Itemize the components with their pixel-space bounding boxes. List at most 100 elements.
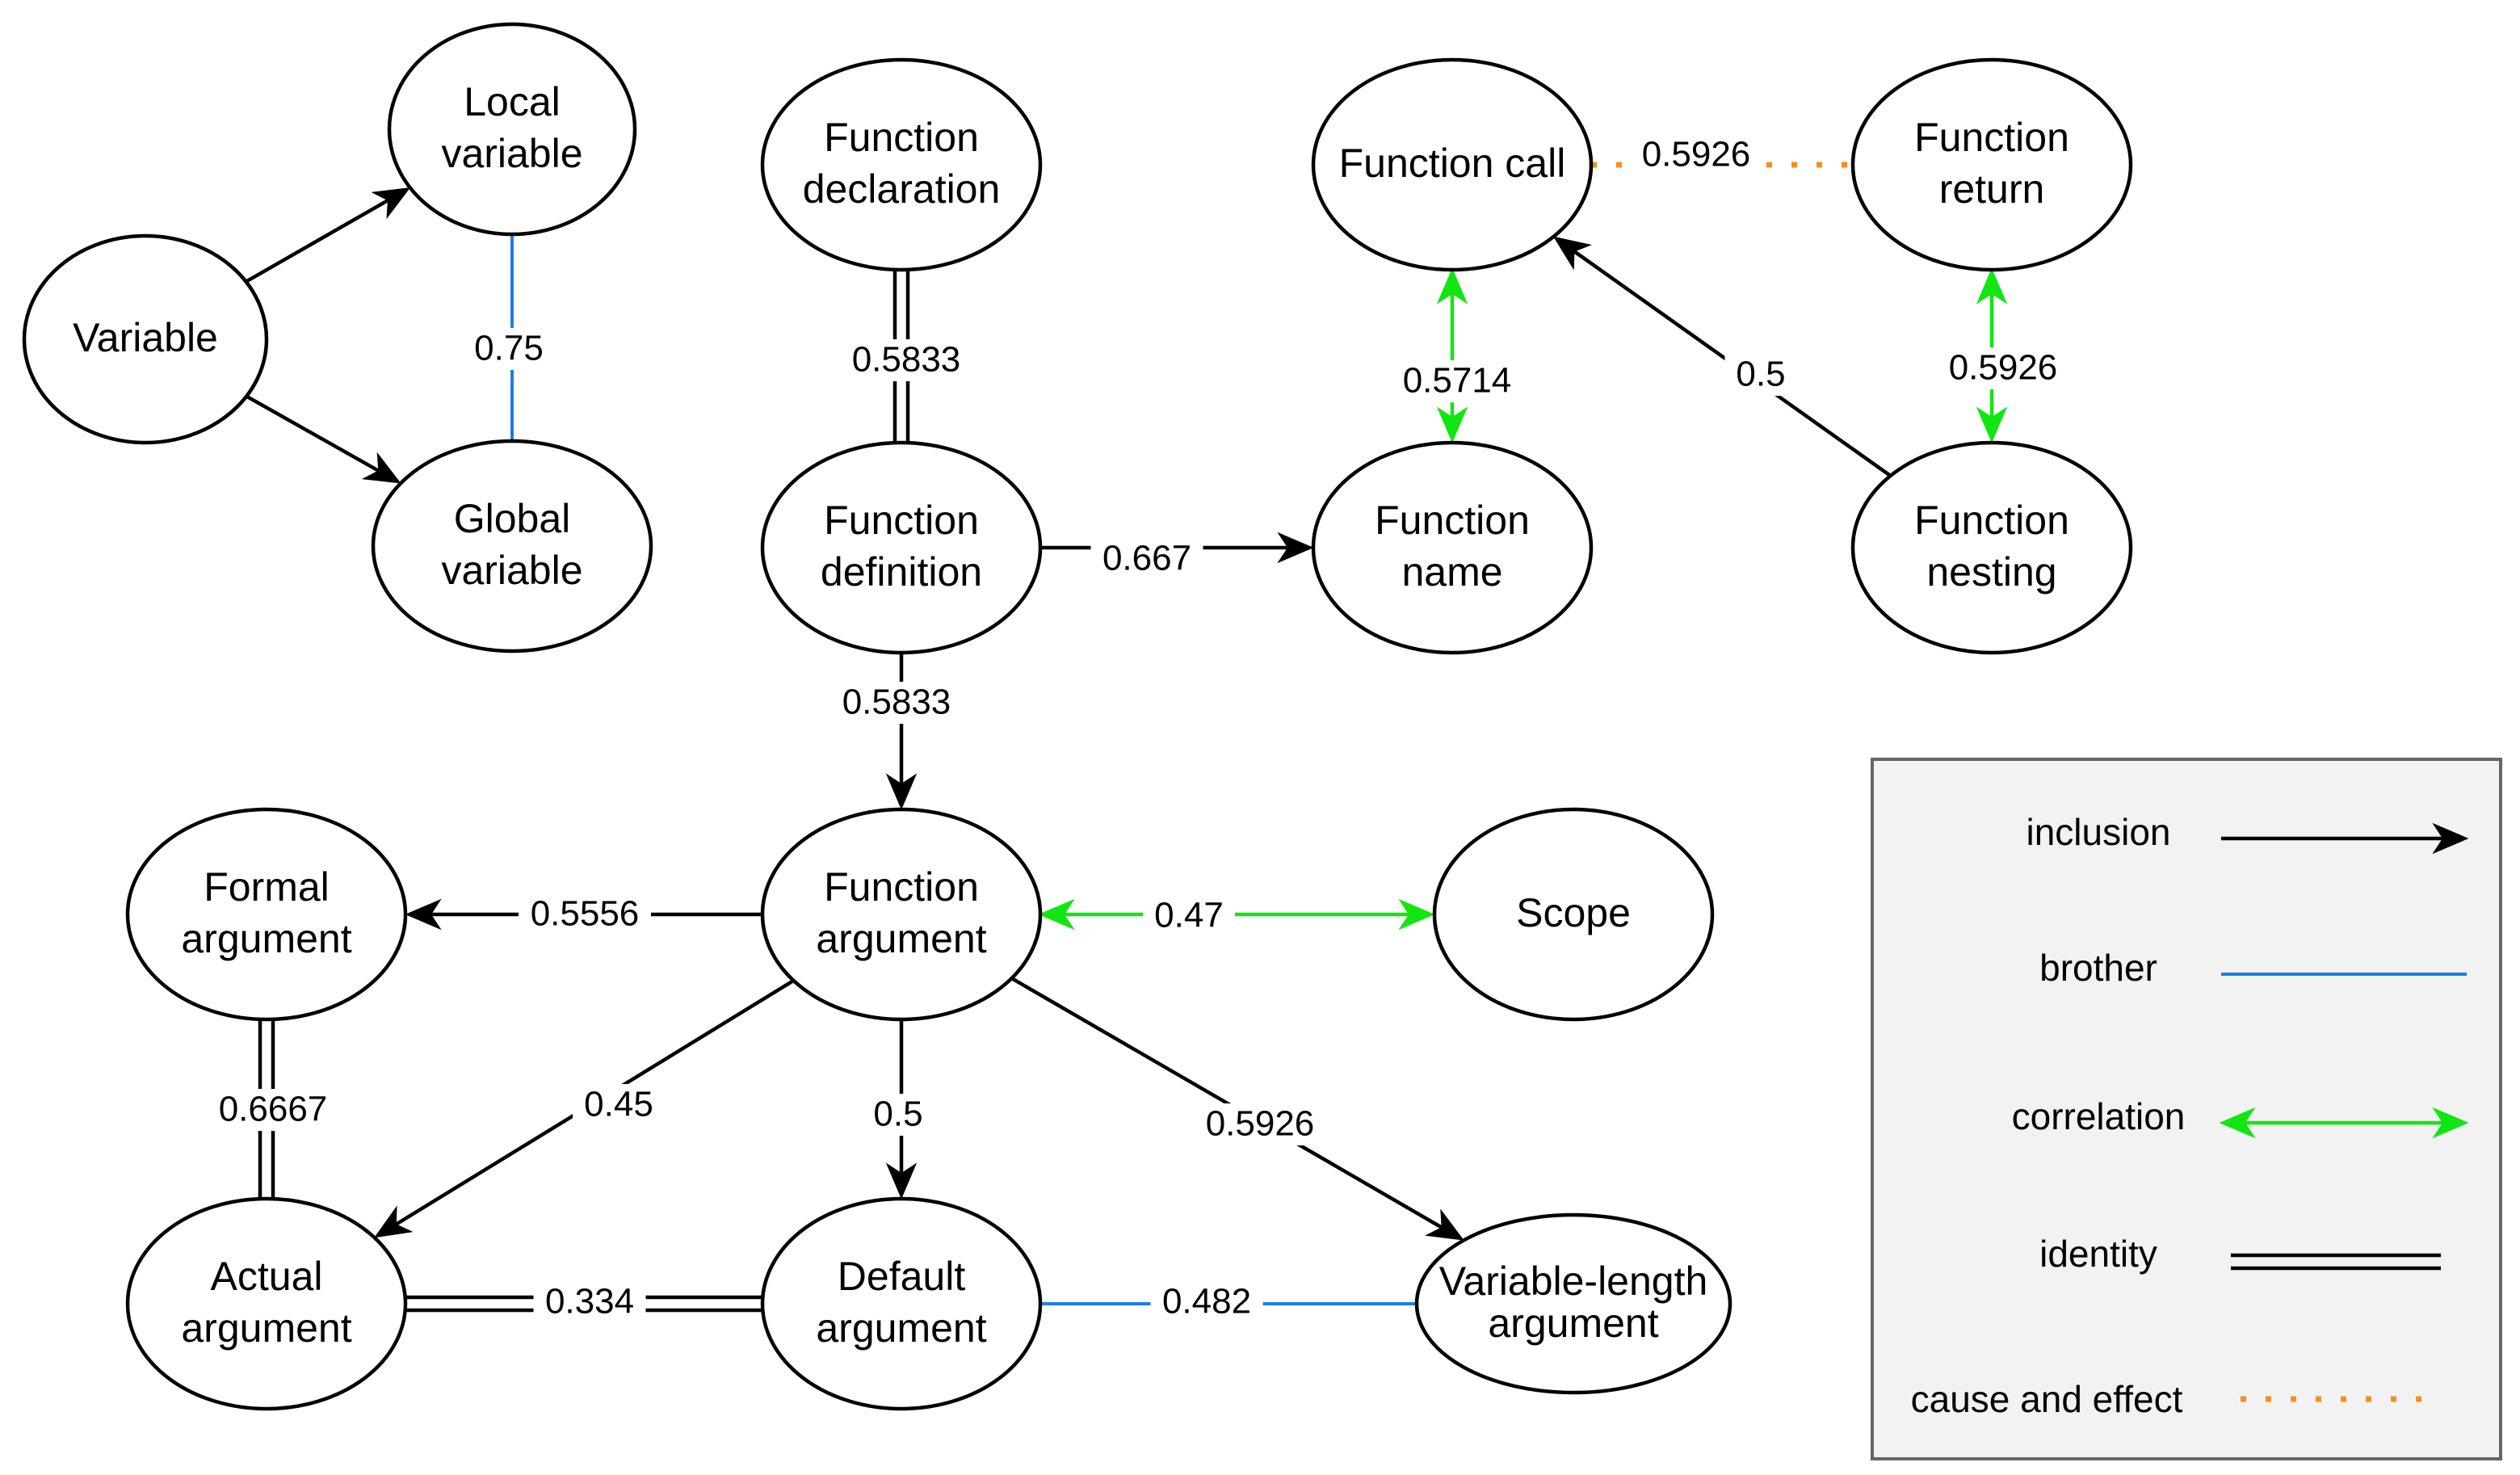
node-ellipse (125, 1196, 408, 1411)
edge-label-return-nesting: 0.5926 (1949, 348, 2058, 388)
legend-item-correlation: correlation (2012, 1095, 2469, 1139)
node-ellipse (371, 439, 653, 653)
node-label-line: Variable (73, 315, 218, 360)
edge-return-nesting-arrowhead-end (1976, 406, 2008, 443)
edge-label-background (1724, 354, 1797, 396)
node-label-line: Actual (211, 1254, 323, 1299)
legend-item-cause-and-effect: cause and effect (1911, 1378, 2441, 1420)
node-ellipse (1850, 57, 2133, 272)
node-label-line: argument (181, 1305, 351, 1351)
legend-label: inclusion (2026, 811, 2171, 853)
edge-argument-scope-arrowhead-end (1398, 898, 1435, 931)
node-label-line: Default (838, 1254, 966, 1299)
edge-return-nesting: 0.5926 (1937, 267, 2069, 443)
legend-label: correlation (2012, 1095, 2186, 1137)
node-label-line: Function (824, 864, 979, 910)
legend-correlation-arrowhead-end (2432, 1107, 2469, 1139)
node-function-argument: Function argument (760, 807, 1043, 1022)
edge-definition-argument: 0.5833 (830, 653, 963, 810)
edge-nesting-call-arrowhead (1552, 236, 1592, 271)
edge-variable-global-line (246, 394, 380, 473)
node-label-line: return (1939, 166, 2045, 212)
edge-variable-global (246, 394, 401, 484)
node-actual-argument: Actual argument (125, 1196, 408, 1411)
legend-item-brother: brother (2039, 947, 2467, 989)
edge-label-background (862, 1094, 934, 1136)
edge-variable-global-arrowhead (361, 452, 401, 484)
node-ellipse (760, 807, 1043, 1022)
edge-label-call-name: 0.5714 (1403, 361, 1512, 401)
edge-label-local-global: 0.75 (474, 329, 544, 368)
node-label-line: Scope (1516, 890, 1631, 935)
node-label-line: argument (816, 1305, 986, 1351)
edge-label-background (1194, 1103, 1326, 1145)
node-label-line: Function (1914, 498, 2069, 543)
legend-correlation-arrowhead-start (2219, 1107, 2256, 1139)
edge-label-argument-varlength: 0.5926 (1206, 1104, 1315, 1144)
edge-argument-default-arrowhead (885, 1162, 918, 1200)
node-label-line: argument (816, 916, 986, 961)
node-variable: Variable (22, 233, 269, 445)
node-label-line: variable (441, 131, 582, 176)
legend-label: cause and effect (1911, 1378, 2183, 1420)
node-label-line: definition (821, 549, 982, 595)
edge-argument-formal: 0.5556 (405, 893, 762, 935)
edge-argument-formal-arrowhead (405, 898, 442, 931)
edge-local-global: 0.75 (463, 234, 555, 441)
node-label-line: Function (824, 115, 979, 160)
edge-label-background (519, 893, 651, 935)
edge-formal-actual: 0.6667 (207, 1019, 339, 1199)
edge-argument-scope: 0.47 (1038, 895, 1435, 937)
edge-return-nesting-arrowhead-start (1976, 267, 2008, 305)
edge-label-argument-actual: 0.45 (584, 1085, 653, 1124)
node-ellipse (1850, 440, 2133, 655)
node-label-line: nesting (1926, 549, 2056, 595)
edge-label-background (1143, 895, 1235, 937)
edge-argument-actual-arrowhead (374, 1205, 414, 1238)
node-label-line: argument (1488, 1301, 1658, 1346)
edge-label-background (1391, 360, 1523, 402)
legend-box (1871, 758, 2502, 1460)
node-label-line: Variable-length (1439, 1259, 1708, 1304)
edge-variable-local-line (245, 199, 389, 284)
edge-label-default-varlength: 0.482 (1162, 1282, 1251, 1322)
edge-label-formal-actual: 0.6667 (219, 1090, 328, 1129)
node-scope: Scope (1432, 807, 1715, 1022)
edge-nesting-call: 0.5 (1552, 236, 1892, 477)
node-ellipse (760, 440, 1043, 655)
legend-item-identity: identity (2039, 1233, 2441, 1275)
node-label-line: Function (824, 498, 979, 543)
edge-label-background (573, 1084, 665, 1126)
node-label-line: Function call (1339, 141, 1566, 186)
node-ellipse (1414, 1212, 1732, 1395)
edge-label-background (1937, 347, 2069, 389)
nodes-layer: VariableLocalvariableGlobalvariableFunct… (22, 22, 2133, 1411)
edge-label-background (533, 1281, 646, 1323)
node-label-line: declaration (803, 166, 1001, 212)
edge-label-background (840, 339, 972, 381)
edge-variable-local-arrowhead (371, 187, 411, 220)
node-ellipse (760, 57, 1043, 272)
node-label-line: Global (454, 496, 571, 541)
edge-argument-default: 0.5 (862, 1019, 934, 1200)
edge-argument-varlength: 0.5926 (1010, 977, 1464, 1241)
node-function-definition: Function definition (760, 440, 1043, 655)
node-ellipse (760, 1196, 1043, 1411)
edge-definition-name: 0.667 (1040, 532, 1314, 580)
edge-label-argument-formal: 0.5556 (531, 894, 640, 934)
node-ellipse (387, 22, 637, 237)
edge-argument-varlength-arrowhead (1425, 1208, 1464, 1241)
legend: inclusion brother correlation identity cause… (1871, 758, 2502, 1460)
edge-variable-local (245, 187, 411, 284)
node-ellipse (22, 233, 269, 445)
edge-label-nesting-call: 0.5 (1736, 355, 1785, 394)
edge-label-background (1090, 538, 1203, 580)
edge-label-background (463, 328, 555, 370)
edge-argument-actual: 0.45 (374, 978, 795, 1238)
edge-argument-varlength-line (1010, 977, 1443, 1229)
